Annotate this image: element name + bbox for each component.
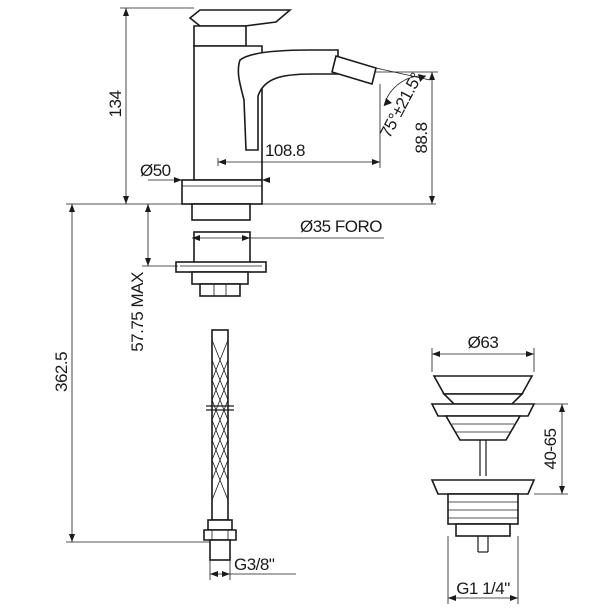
faucet <box>181 9 377 221</box>
fixing-plate <box>175 261 267 273</box>
label-hose-connection: G3/8" <box>234 555 275 574</box>
label-hose-length: 362.5 <box>52 352 71 392</box>
aerator-nozzle <box>331 54 377 86</box>
hose-braid <box>211 339 229 501</box>
fixing-assembly <box>175 231 267 297</box>
fixing-nut-lower <box>199 283 241 297</box>
label-spout-height: 88.8 <box>412 122 431 153</box>
base-ring <box>181 179 263 205</box>
fixing-nut <box>191 271 249 285</box>
hose-ferrule <box>207 519 233 531</box>
spout-arm <box>237 49 339 151</box>
waste-stem-housing <box>444 415 522 441</box>
label-deck-thickness: 57.75 MAX <box>128 272 147 352</box>
label-spout-reach: 108.8 <box>265 141 305 160</box>
threaded-stud <box>193 231 251 265</box>
waste-threaded-body <box>447 493 519 525</box>
waste-cap <box>432 375 534 395</box>
hole-plug <box>191 203 251 221</box>
waste-body-flange <box>430 479 536 495</box>
flex-hose <box>203 329 237 561</box>
label-waste-thread: G1 1/4" <box>456 579 510 598</box>
label-height-overall: 134 <box>106 91 125 118</box>
hose-nut <box>203 529 237 541</box>
label-base-diameter: Ø50 <box>140 161 171 180</box>
waste-cap-lower <box>442 393 524 405</box>
lever-handle <box>188 9 293 27</box>
waste-lower-body <box>455 523 511 537</box>
label-waste-height: 40-65 <box>541 428 560 469</box>
label-waste-diameter: Ø63 <box>468 333 499 352</box>
dimension-lines <box>66 7 568 604</box>
waste-flange <box>430 403 536 417</box>
hose-fitting <box>209 539 231 561</box>
label-hole-diameter: Ø35 FORO <box>300 217 382 236</box>
pop-up-waste <box>430 375 536 553</box>
handle-cap <box>193 25 247 47</box>
